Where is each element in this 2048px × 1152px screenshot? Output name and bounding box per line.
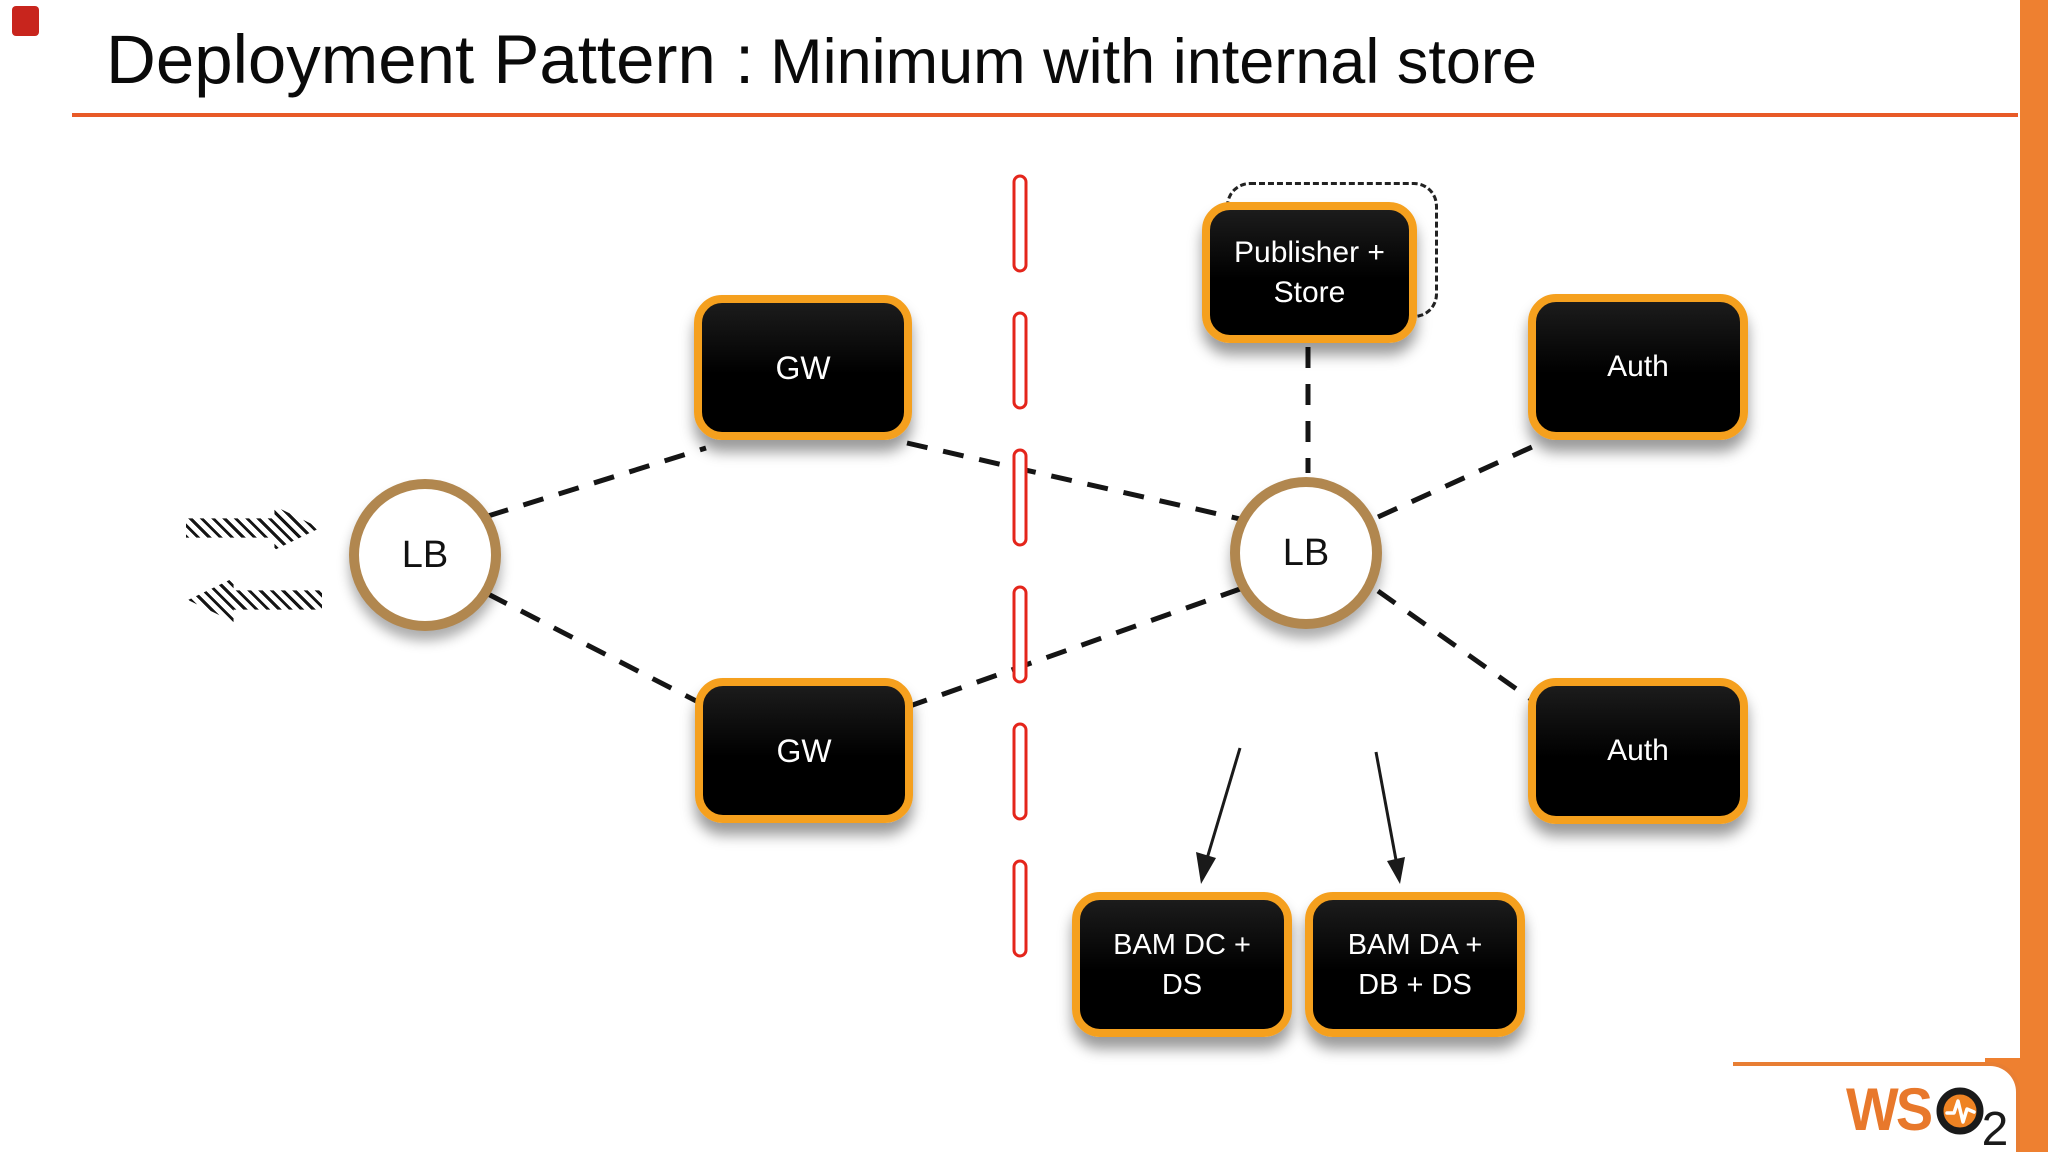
node-gw-bottom: GW bbox=[695, 678, 913, 823]
node-label: BAM DA + DB + DS bbox=[1347, 928, 1483, 1001]
arrow-to-bam-da bbox=[1374, 751, 1405, 884]
node-auth-top: Auth bbox=[1528, 294, 1748, 440]
edge-lb-left-to-gw-bottom bbox=[486, 591, 708, 709]
zone-divider-dash bbox=[1012, 722, 1028, 821]
zone-divider-dash bbox=[1012, 311, 1028, 410]
edge-lb-right-to-auth-bottom bbox=[1376, 588, 1534, 703]
edge-gw-top-to-lb-right bbox=[906, 440, 1241, 522]
node-auth-bottom: Auth bbox=[1528, 678, 1748, 824]
node-bam-da-db-ds: BAM DA + DB + DS bbox=[1305, 892, 1525, 1037]
node-label: Publisher + Store bbox=[1234, 235, 1385, 309]
recording-indicator bbox=[12, 6, 39, 36]
arrow-to-bam-dc bbox=[1196, 747, 1242, 884]
zone-divider bbox=[1012, 174, 1028, 958]
title-sub: Minimum with internal store bbox=[770, 27, 1537, 97]
edge-lb-right-to-auth-top bbox=[1376, 444, 1534, 520]
node-lb-left: LB bbox=[349, 479, 501, 631]
zone-divider-dash bbox=[1012, 585, 1028, 684]
node-label: Auth bbox=[1607, 350, 1669, 383]
wso2-pulse-icon bbox=[1936, 1087, 1984, 1135]
node-gw-top: GW bbox=[694, 295, 912, 440]
node-label: GW bbox=[776, 732, 832, 769]
node-label: GW bbox=[775, 349, 831, 386]
node-publisher-store: Publisher + Store bbox=[1202, 202, 1417, 343]
zone-divider-dash bbox=[1012, 174, 1028, 273]
zone-divider-dash bbox=[1012, 448, 1028, 547]
logo-2-text: 2 bbox=[1981, 1103, 2009, 1152]
page-title: Deployment Pattern :Minimum with interna… bbox=[106, 20, 1537, 99]
side-accent-bar bbox=[2020, 0, 2048, 1152]
node-label: BAM DC + DS bbox=[1113, 928, 1251, 1001]
node-lb-right: LB bbox=[1230, 477, 1382, 629]
node-label: Auth bbox=[1607, 734, 1669, 767]
zone-divider-dash bbox=[1012, 859, 1028, 958]
title-underline bbox=[72, 113, 2018, 117]
node-label: LB bbox=[401, 533, 449, 576]
title-main: Deployment Pattern : bbox=[106, 21, 755, 98]
edge-lb-left-to-gw-top bbox=[487, 445, 707, 519]
edge-gw-bottom-to-lb-right bbox=[906, 586, 1241, 710]
logo-ws-text: WS bbox=[1846, 1076, 1933, 1143]
node-label: LB bbox=[1282, 531, 1330, 574]
wso2-logo: WS 2 bbox=[1846, 1080, 2008, 1152]
node-bam-dc-ds: BAM DC + DS bbox=[1072, 892, 1292, 1037]
